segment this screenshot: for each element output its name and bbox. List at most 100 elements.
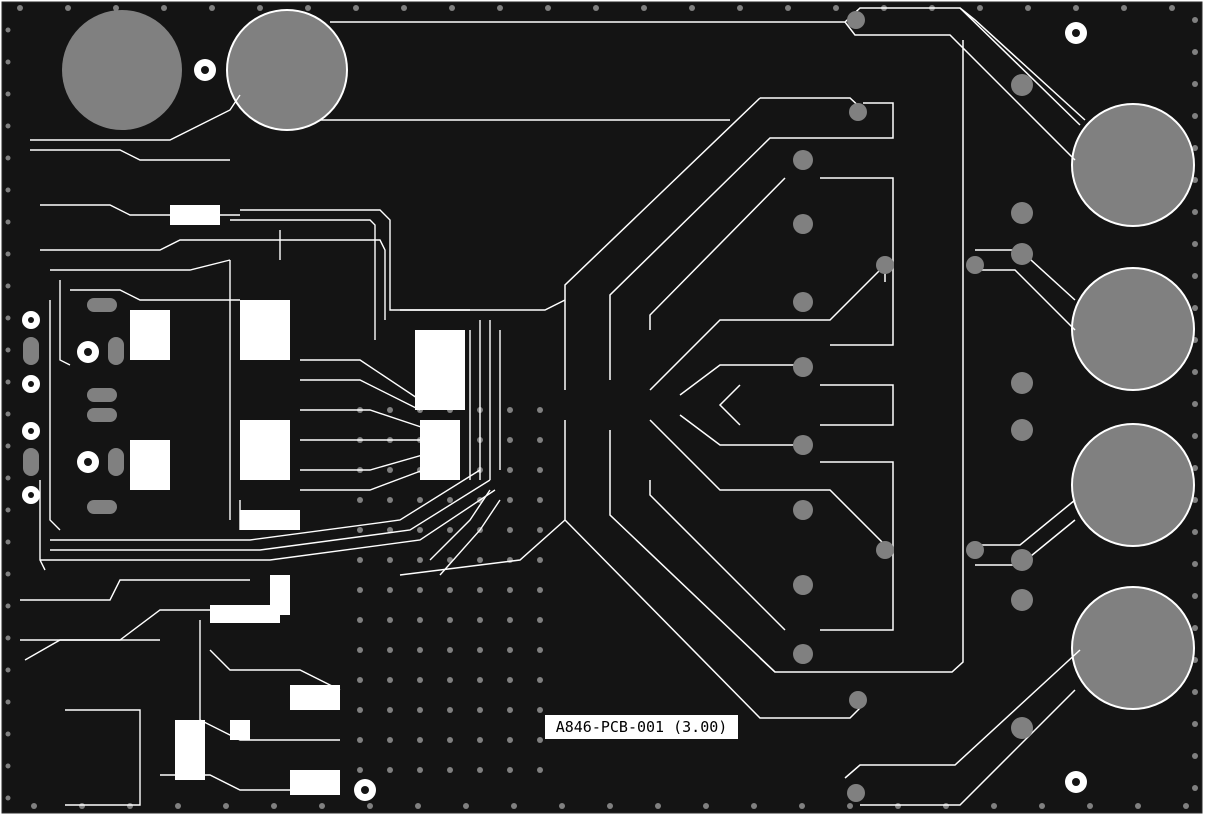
- via: [387, 527, 393, 533]
- via: [367, 803, 373, 809]
- via: [387, 497, 393, 503]
- via: [387, 647, 393, 653]
- via: [127, 803, 133, 809]
- via: [507, 407, 513, 413]
- via: [447, 617, 453, 623]
- via: [357, 737, 363, 743]
- via: [507, 647, 513, 653]
- via: [447, 737, 453, 743]
- via: [5, 411, 11, 417]
- via: [507, 617, 513, 623]
- via: [477, 677, 483, 683]
- via: [5, 539, 11, 545]
- via: [417, 677, 423, 683]
- via: [5, 379, 11, 385]
- via: [477, 647, 483, 653]
- via: [5, 635, 11, 641]
- via: [537, 467, 543, 473]
- via: [1192, 433, 1198, 439]
- via: [5, 347, 11, 353]
- via: [1192, 785, 1198, 791]
- via: [507, 437, 513, 443]
- mount-pad-right-2: [1071, 267, 1195, 391]
- via: [785, 5, 791, 11]
- via: [655, 803, 661, 809]
- via: [387, 557, 393, 563]
- via: [5, 155, 11, 161]
- via: [1192, 529, 1198, 535]
- via: [559, 803, 565, 809]
- via: [537, 617, 543, 623]
- via: [507, 587, 513, 593]
- via: [417, 707, 423, 713]
- via: [641, 5, 647, 11]
- via: [387, 677, 393, 683]
- via: [5, 91, 11, 97]
- via: [737, 5, 743, 11]
- via: [1169, 5, 1175, 11]
- via: [447, 497, 453, 503]
- via: [477, 587, 483, 593]
- via: [357, 707, 363, 713]
- via: [79, 803, 85, 809]
- via: [477, 737, 483, 743]
- via: [17, 5, 23, 11]
- via: [537, 767, 543, 773]
- via: [507, 677, 513, 683]
- signal-traces-left: [20, 94, 501, 806]
- via: [991, 803, 997, 809]
- via: [511, 803, 517, 809]
- via: [537, 407, 543, 413]
- via: [5, 571, 11, 577]
- via: [1192, 561, 1198, 567]
- via: [1192, 209, 1198, 215]
- via: [447, 527, 453, 533]
- mount-pad-top-center: [226, 9, 348, 131]
- via: [593, 5, 599, 11]
- via: [5, 603, 11, 609]
- via: [417, 617, 423, 623]
- via: [545, 5, 551, 11]
- via: [5, 667, 11, 673]
- via: [497, 5, 503, 11]
- via: [1192, 625, 1198, 631]
- copper-pads-left: [130, 205, 465, 795]
- via: [387, 467, 393, 473]
- via: [5, 763, 11, 769]
- via: [703, 803, 709, 809]
- via: [387, 737, 393, 743]
- via: [507, 497, 513, 503]
- via: [1192, 593, 1198, 599]
- via: [357, 617, 363, 623]
- via-field: [5, 5, 1198, 809]
- via: [5, 507, 11, 513]
- via: [65, 5, 71, 11]
- via: [319, 803, 325, 809]
- via: [387, 587, 393, 593]
- via: [161, 5, 167, 11]
- trace-pads: [793, 11, 1033, 802]
- via: [833, 5, 839, 11]
- via: [5, 123, 11, 129]
- via: [417, 737, 423, 743]
- via: [175, 803, 181, 809]
- via: [1073, 5, 1079, 11]
- via: [447, 677, 453, 683]
- via: [357, 497, 363, 503]
- power-traces-right: [320, 7, 1086, 806]
- mount-pad-right-4: [1071, 586, 1195, 710]
- via: [387, 767, 393, 773]
- via: [537, 527, 543, 533]
- via: [1192, 49, 1198, 55]
- via: [5, 283, 11, 289]
- via: [537, 647, 543, 653]
- via: [1192, 689, 1198, 695]
- via: [977, 5, 983, 11]
- via: [1025, 5, 1031, 11]
- via: [417, 767, 423, 773]
- via: [1135, 803, 1141, 809]
- via: [5, 731, 11, 737]
- via: [31, 803, 37, 809]
- via: [537, 497, 543, 503]
- via: [1192, 17, 1198, 23]
